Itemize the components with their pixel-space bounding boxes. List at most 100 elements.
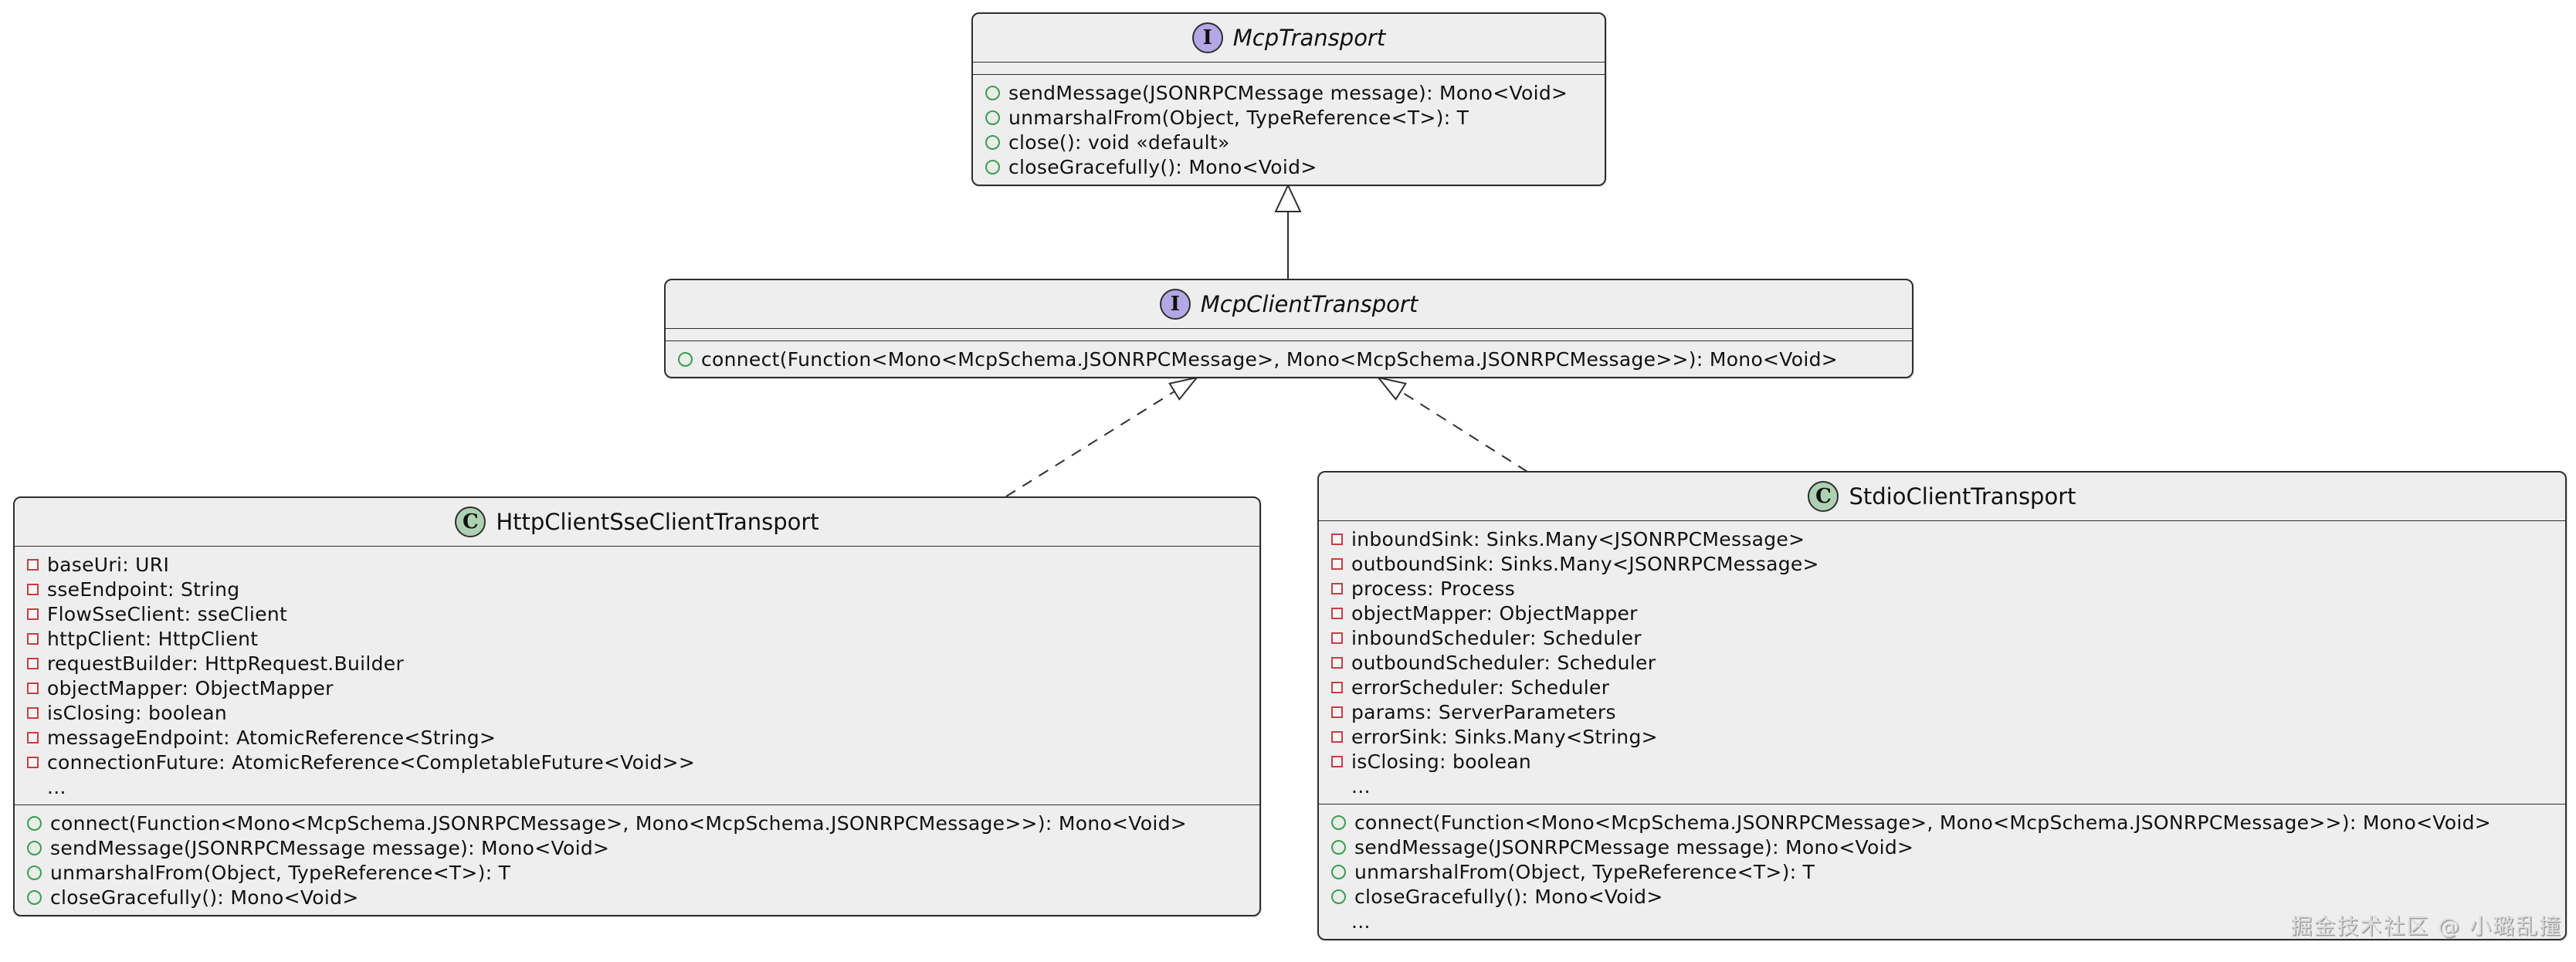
- member-text: ...: [1351, 909, 1371, 933]
- class-icon: C: [455, 506, 486, 537]
- member-row: errorScheduler: Scheduler: [1319, 675, 2565, 699]
- member-text: outboundScheduler: Scheduler: [1351, 651, 1656, 674]
- member-text: process: Process: [1351, 577, 1516, 600]
- private-field-icon: [27, 657, 39, 669]
- member-text: sendMessage(JSONRPCMessage message): Mon…: [50, 836, 610, 859]
- extends-arrowhead: [1274, 183, 1302, 212]
- private-field-icon: [27, 632, 39, 645]
- class-name: StdioClientTransport: [1849, 483, 2076, 510]
- member-row: requestBuilder: HttpRequest.Builder: [15, 651, 1259, 676]
- member-row: outboundSink: Sinks.Many<JSONRPCMessage>: [1319, 551, 2565, 576]
- member-text: errorScheduler: Scheduler: [1351, 676, 1610, 699]
- public-method-icon: [678, 351, 693, 367]
- public-method-icon: [985, 85, 1000, 100]
- member-text: ...: [47, 775, 66, 798]
- public-method-icon: [1331, 864, 1346, 879]
- ellipsis-row: ...: [1319, 909, 2565, 933]
- member-text: sendMessage(JSONRPCMessage message): Mon…: [1354, 835, 1914, 859]
- methods-section: connect(Function<Mono<McpSchema.JSONRPCM…: [1319, 804, 2565, 939]
- private-field-icon: [27, 682, 39, 694]
- fields-section: [666, 328, 1912, 340]
- private-field-icon: [1331, 557, 1343, 570]
- member-row: FlowSseClient: sseClient: [15, 601, 1259, 626]
- private-field-icon: [1331, 607, 1343, 619]
- member-row: objectMapper: ObjectMapper: [15, 676, 1259, 700]
- member-row: closeGracefully(): Mono<Void>: [15, 885, 1259, 909]
- member-text: errorSink: Sinks.Many<String>: [1351, 725, 1658, 748]
- member-text: outboundSink: Sinks.Many<JSONRPCMessage>: [1351, 552, 1819, 575]
- private-field-icon: [27, 608, 39, 620]
- private-field-icon: [27, 706, 39, 719]
- member-text: objectMapper: ObjectMapper: [1351, 601, 1638, 625]
- private-field-icon: [27, 583, 39, 595]
- member-text: connect(Function<Mono<McpSchema.JSONRPCM…: [701, 347, 1839, 371]
- public-method-icon: [1331, 815, 1346, 830]
- member-row: connect(Function<Mono<McpSchema.JSONRPCM…: [1319, 810, 2565, 835]
- private-field-icon: [1331, 681, 1343, 693]
- member-row: params: ServerParameters: [1319, 699, 2565, 724]
- public-method-icon: [1331, 889, 1346, 904]
- member-text: connectionFuture: AtomicReference<Comple…: [47, 750, 696, 774]
- watermark: 掘金技术社区 @ 小璐乱撞: [2290, 913, 2562, 939]
- member-row: connect(Function<Mono<McpSchema.JSONRPCM…: [15, 811, 1259, 835]
- member-text: sendMessage(JSONRPCMessage message): Mon…: [1008, 81, 1568, 104]
- member-text: unmarshalFrom(Object, TypeReference<T>):…: [1008, 106, 1469, 129]
- member-text: ...: [1351, 774, 1371, 798]
- member-row: connectionFuture: AtomicReference<Comple…: [15, 750, 1259, 774]
- class-name: McpClientTransport: [1200, 291, 1418, 317]
- class-name: HttpClientSseClientTransport: [496, 509, 819, 535]
- class-name: McpTransport: [1232, 25, 1386, 51]
- member-row: connect(Function<Mono<McpSchema.JSONRPCM…: [666, 347, 1912, 371]
- private-field-icon: [1331, 582, 1343, 594]
- public-method-icon: [985, 134, 1000, 150]
- public-method-icon: [1331, 839, 1346, 855]
- public-method-icon: [27, 865, 42, 880]
- member-text: inboundSink: Sinks.Many<JSONRPCMessage>: [1351, 527, 1805, 550]
- private-field-icon: [1331, 533, 1343, 545]
- private-field-icon: [1331, 706, 1343, 718]
- member-text: closeGracefully(): Mono<Void>: [1008, 155, 1317, 178]
- ellipsis-row: ...: [1319, 774, 2565, 798]
- member-row: closeGracefully(): Mono<Void>: [973, 154, 1605, 179]
- class-title: I McpTransport: [973, 14, 1605, 62]
- member-text: baseUri: URI: [47, 553, 170, 576]
- member-text: FlowSseClient: sseClient: [47, 602, 288, 625]
- member-text: closeGracefully(): Mono<Void>: [1354, 885, 1663, 908]
- member-row: baseUri: URI: [15, 552, 1259, 577]
- implements-arrowhead-http: [1168, 376, 1199, 401]
- member-row: errorSink: Sinks.Many<String>: [1319, 724, 2565, 749]
- member-row: sseEndpoint: String: [15, 577, 1259, 601]
- public-method-icon: [27, 815, 42, 831]
- member-row: inboundSink: Sinks.Many<JSONRPCMessage>: [1319, 527, 2565, 551]
- class-title: C HttpClientSseClientTransport: [15, 498, 1259, 546]
- public-method-icon: [27, 889, 42, 905]
- member-row: outboundScheduler: Scheduler: [1319, 650, 2565, 675]
- member-row: isClosing: boolean: [15, 700, 1259, 725]
- ellipsis-row: ...: [15, 774, 1259, 799]
- methods-section: connect(Function<Mono<McpSchema.JSONRPCM…: [15, 804, 1259, 915]
- member-text: requestBuilder: HttpRequest.Builder: [47, 652, 405, 675]
- public-method-icon: [985, 159, 1000, 174]
- member-row: httpClient: HttpClient: [15, 626, 1259, 651]
- member-row: close(): void «default»: [973, 130, 1605, 154]
- member-row: unmarshalFrom(Object, TypeReference<T>):…: [15, 860, 1259, 885]
- member-text: httpClient: HttpClient: [47, 627, 259, 650]
- member-text: inboundScheduler: Scheduler: [1351, 626, 1642, 649]
- private-field-icon: [1331, 656, 1343, 669]
- member-text: closeGracefully(): Mono<Void>: [50, 886, 359, 909]
- private-field-icon: [1331, 755, 1343, 767]
- public-method-icon: [27, 840, 42, 855]
- member-text: connect(Function<Mono<McpSchema.JSONRPCM…: [1354, 811, 2492, 834]
- member-text: isClosing: boolean: [1351, 750, 1532, 773]
- member-text: messageEndpoint: AtomicReference<String>: [47, 726, 497, 749]
- implements-arrowhead-stdio: [1376, 376, 1408, 401]
- member-row: messageEndpoint: AtomicReference<String>: [15, 725, 1259, 750]
- member-text: unmarshalFrom(Object, TypeReference<T>):…: [1354, 860, 1815, 883]
- member-text: connect(Function<Mono<McpSchema.JSONRPCM…: [50, 811, 1188, 835]
- member-row: unmarshalFrom(Object, TypeReference<T>):…: [973, 105, 1605, 130]
- member-row: inboundScheduler: Scheduler: [1319, 625, 2565, 650]
- class-box-http-client-sse-client-transport: C HttpClientSseClientTransport baseUri: …: [13, 496, 1261, 916]
- class-box-mcp-transport: I McpTransport sendMessage(JSONRPCMessag…: [971, 12, 1606, 186]
- class-title: C StdioClientTransport: [1319, 473, 2565, 520]
- member-text: isClosing: boolean: [47, 701, 228, 724]
